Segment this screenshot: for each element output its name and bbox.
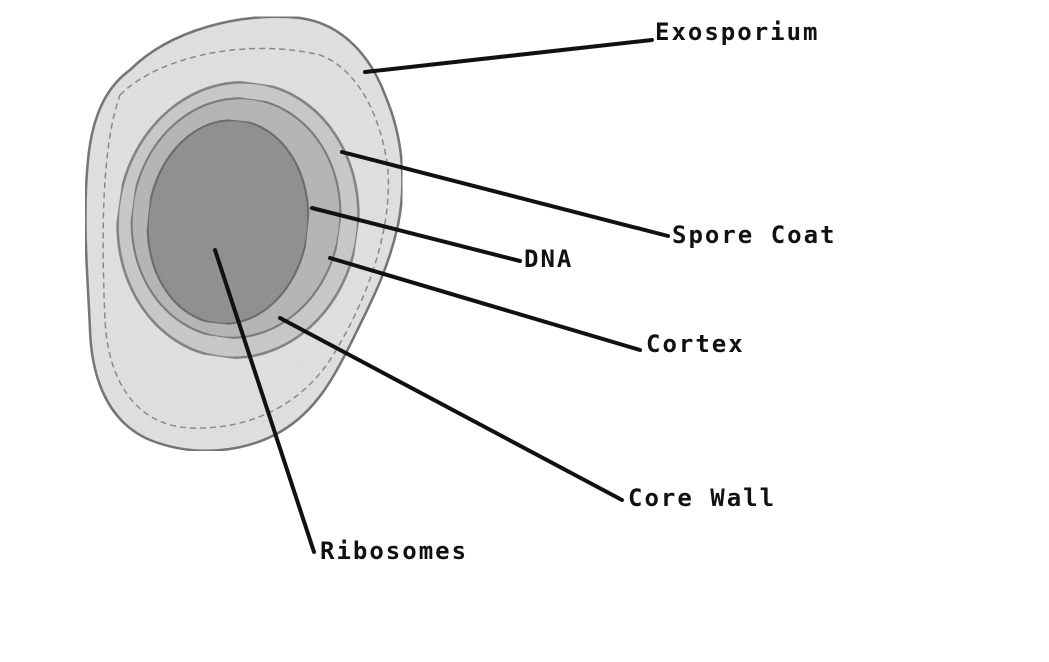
ribosomes-label: Ribosomes (320, 539, 468, 563)
cortex-leader-line (330, 258, 640, 350)
core-wall-label: Core Wall (628, 486, 776, 510)
exosporium-label: Exosporium (655, 20, 820, 44)
cortex-label: Cortex (646, 332, 745, 356)
spore-coat-label: Spore Coat (672, 223, 837, 247)
dna-label: DNA (524, 247, 573, 271)
exosporium-leader-line (365, 40, 652, 72)
core-wall-leader-line (280, 318, 622, 500)
